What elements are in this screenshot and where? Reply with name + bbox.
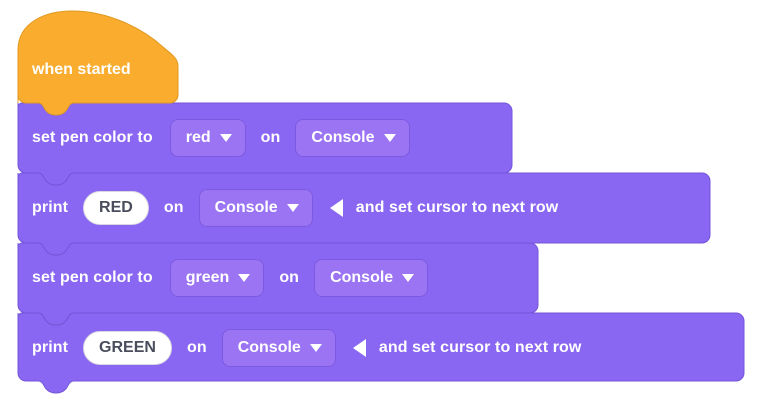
target-dropdown-console-1[interactable]: Console xyxy=(295,119,410,157)
pen-color-dropdown-red-value: red xyxy=(185,129,211,146)
target-dropdown-console-2-value: Console xyxy=(214,199,278,216)
print-text-field-red-value: RED xyxy=(99,199,133,216)
on-label: on xyxy=(260,129,281,146)
when-started-label: when started xyxy=(32,61,131,78)
chevron-down-icon xyxy=(309,344,322,352)
set-pen-color-to-label: set pen color to xyxy=(32,129,153,146)
set-pen-color-to-label: set pen color to xyxy=(32,269,153,286)
chevron-down-icon xyxy=(402,274,415,282)
triangle-left-icon[interactable] xyxy=(352,339,366,357)
chevron-down-icon xyxy=(383,134,396,142)
chevron-down-icon xyxy=(286,204,299,212)
target-dropdown-console-4[interactable]: Console xyxy=(221,329,336,367)
and-set-cursor-to-next-row-label: and set cursor to next row xyxy=(355,199,559,216)
pen-color-dropdown-green[interactable]: green xyxy=(169,259,265,297)
on-label: on xyxy=(279,269,300,286)
and-set-cursor-to-next-row-label: and set cursor to next row xyxy=(378,339,582,356)
print-text-field-red[interactable]: RED xyxy=(83,191,149,225)
on-label: on xyxy=(163,199,184,216)
on-label: on xyxy=(186,339,207,356)
print-label: print xyxy=(32,339,69,356)
block-print-green[interactable]: print GREEN on Console and set cursor to… xyxy=(32,313,581,383)
block-shape-when-started[interactable] xyxy=(17,10,179,116)
target-dropdown-console-4-value: Console xyxy=(237,339,301,356)
print-text-field-green-value: GREEN xyxy=(99,339,156,356)
target-dropdown-console-2[interactable]: Console xyxy=(198,189,313,227)
chevron-down-icon xyxy=(219,134,232,142)
target-dropdown-console-1-value: Console xyxy=(311,129,375,146)
pen-color-dropdown-red[interactable]: red xyxy=(169,119,246,157)
block-set-pen-color-red[interactable]: set pen color to red on Console xyxy=(32,103,410,173)
block-when-started[interactable]: when started xyxy=(32,58,131,82)
chevron-down-icon xyxy=(238,274,251,282)
triangle-left-icon[interactable] xyxy=(329,199,343,217)
block-print-red[interactable]: print RED on Console and set cursor to n… xyxy=(32,173,558,243)
target-dropdown-console-3[interactable]: Console xyxy=(314,259,429,297)
block-set-pen-color-green[interactable]: set pen color to green on Console xyxy=(32,243,429,313)
print-label: print xyxy=(32,199,69,216)
print-text-field-green[interactable]: GREEN xyxy=(83,331,172,365)
target-dropdown-console-3-value: Console xyxy=(330,269,394,286)
pen-color-dropdown-green-value: green xyxy=(185,269,230,286)
